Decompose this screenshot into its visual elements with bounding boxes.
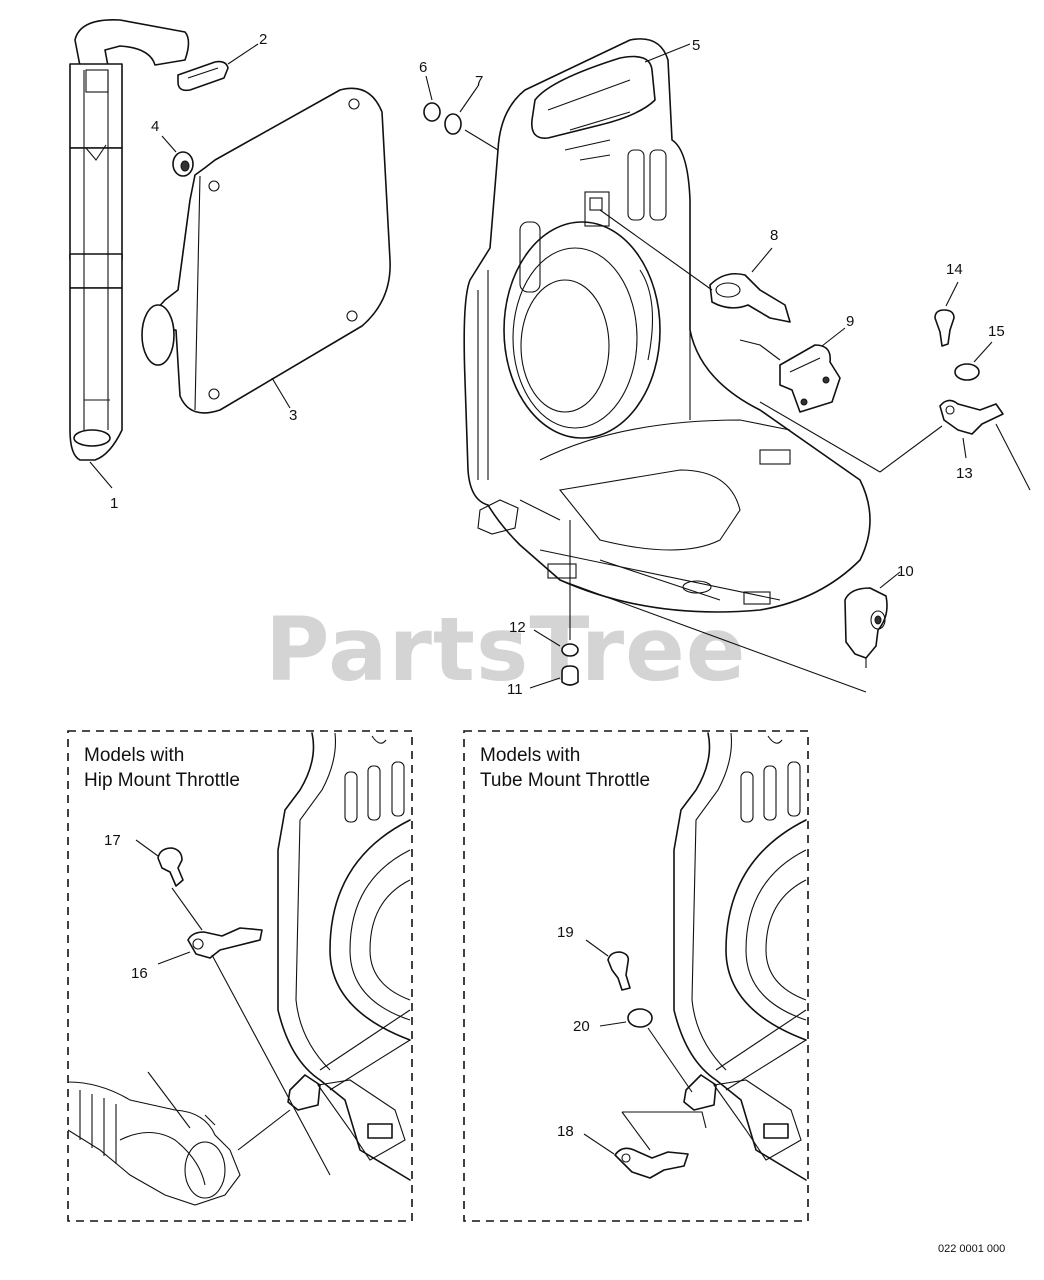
callout-3: 3 bbox=[289, 407, 297, 424]
inset-tube-mount: Models with Tube Mount Throttle 19 20 bbox=[463, 730, 809, 1222]
grommet-part-4[interactable] bbox=[172, 151, 194, 177]
washer-part-20[interactable] bbox=[627, 1008, 653, 1028]
screw-part-14[interactable] bbox=[934, 309, 955, 347]
callout-10: 10 bbox=[897, 563, 914, 580]
clamp-part-18[interactable] bbox=[614, 1147, 689, 1179]
callout-1: 1 bbox=[110, 495, 118, 512]
callout-9: 9 bbox=[846, 313, 854, 330]
inset-hip-mount: Models with Hip Mount Throttle 17 16 bbox=[67, 730, 413, 1222]
callout-16: 16 bbox=[131, 965, 148, 982]
callout-6: 6 bbox=[419, 59, 427, 76]
callout-4: 4 bbox=[151, 118, 159, 135]
callout-17: 17 bbox=[104, 832, 121, 849]
callout-13: 13 bbox=[956, 465, 973, 482]
callout-2: 2 bbox=[259, 31, 267, 48]
back-pad-part-3[interactable] bbox=[141, 87, 391, 414]
foot-part-10[interactable] bbox=[844, 587, 888, 668]
document-id: 022 0001 000 bbox=[938, 1243, 1005, 1255]
callout-14: 14 bbox=[946, 261, 963, 278]
callout-8: 8 bbox=[770, 227, 778, 244]
screw-part-19[interactable] bbox=[607, 951, 631, 991]
callout-15: 15 bbox=[988, 323, 1005, 340]
bracket-part-9[interactable] bbox=[779, 344, 841, 413]
clamp-part-16[interactable] bbox=[187, 927, 263, 959]
callout-11: 11 bbox=[507, 681, 523, 698]
shoulder-strap-part-1[interactable] bbox=[69, 19, 190, 461]
watermark: PartsTree bbox=[265, 598, 746, 701]
hip-inset-title-line1: Models with bbox=[84, 745, 184, 766]
hook-part-8[interactable] bbox=[709, 272, 791, 323]
bolt-part-17[interactable] bbox=[157, 847, 184, 887]
callout-12: 12 bbox=[509, 619, 526, 636]
callout-19: 19 bbox=[557, 924, 574, 941]
rubber-foot-part-11[interactable] bbox=[561, 665, 579, 686]
callout-5: 5 bbox=[692, 37, 700, 54]
washer-part-12[interactable] bbox=[561, 643, 579, 657]
callout-7: 7 bbox=[475, 73, 483, 90]
washer-part-7[interactable] bbox=[444, 113, 462, 135]
callout-20: 20 bbox=[573, 1018, 590, 1035]
washer-part-15[interactable] bbox=[954, 363, 980, 381]
tube-inset-title-line2: Tube Mount Throttle bbox=[480, 770, 650, 791]
tube-inset-title-line1: Models with bbox=[480, 745, 580, 766]
strap-clip-part-2[interactable] bbox=[177, 60, 229, 92]
plug-part-6[interactable] bbox=[423, 102, 441, 122]
clamp-part-13[interactable] bbox=[939, 399, 1004, 435]
backpack-frame-part-5[interactable] bbox=[463, 38, 871, 613]
callout-18: 18 bbox=[557, 1123, 574, 1140]
hip-inset-title-line2: Hip Mount Throttle bbox=[84, 770, 240, 791]
